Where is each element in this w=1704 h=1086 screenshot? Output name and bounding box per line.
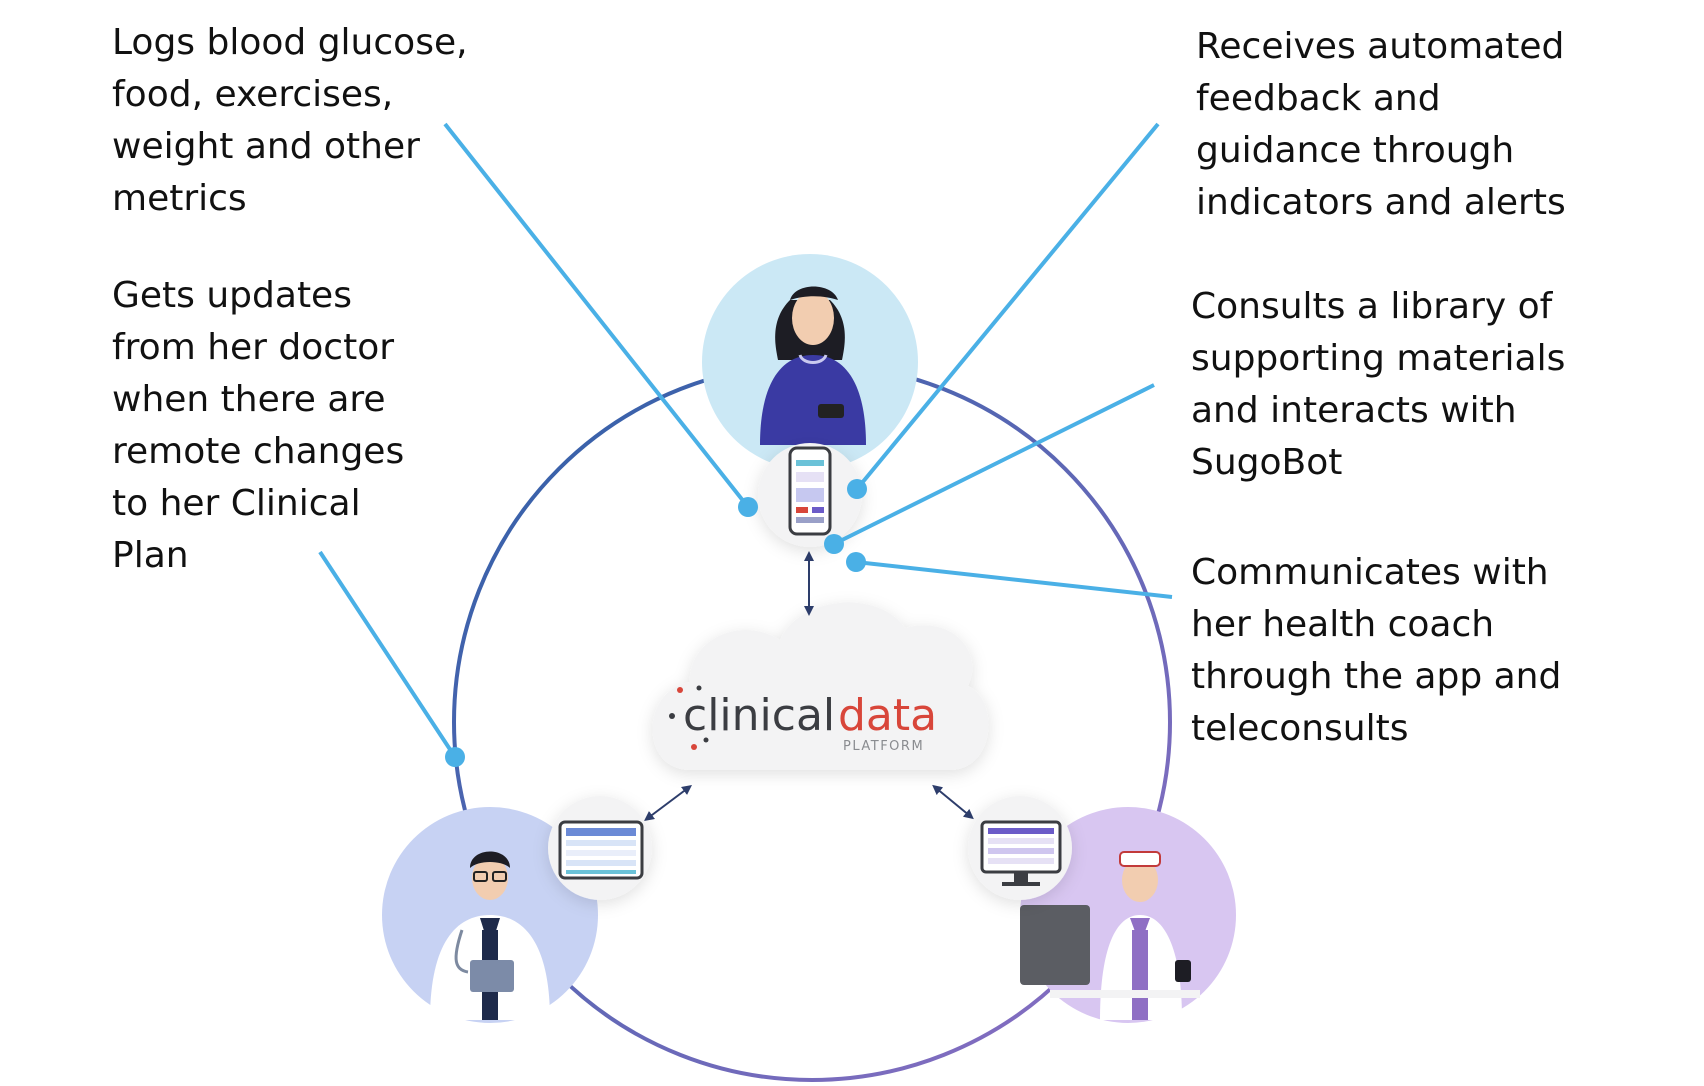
bidirectional-arrow-icon — [644, 785, 692, 821]
connector-dot — [846, 552, 866, 572]
connector-dot — [824, 534, 844, 554]
connector-dot — [738, 497, 758, 517]
logo-word-data: data — [838, 690, 937, 741]
callout-line: indicators and alerts — [1196, 182, 1566, 223]
callout-line: SugoBot — [1191, 442, 1343, 483]
callout-line: to her Clinical — [112, 483, 361, 524]
logo-mark — [669, 685, 709, 750]
callout-line: food, exercises, — [112, 74, 394, 115]
connector-consults — [833, 383, 1155, 546]
callout-line: Consults a library of — [1191, 286, 1553, 327]
connector-receives — [855, 122, 1160, 491]
patient-avatar — [702, 254, 918, 470]
callout-line: metrics — [112, 178, 247, 219]
coach-avatar — [1020, 807, 1236, 1023]
cloud-icon — [652, 602, 989, 770]
connector-logs — [443, 122, 750, 509]
callout-line: weight and other — [112, 126, 420, 167]
doctor-avatar — [382, 807, 598, 1023]
callout-line: Receives automated — [1196, 26, 1565, 67]
callout-doctor-updates: Gets updates from her doctor when there … — [112, 270, 404, 582]
callout-line: and interacts with — [1191, 390, 1517, 431]
callout-health-coach: Communicates with her health coach throu… — [1191, 547, 1561, 755]
phone-app-icon — [758, 443, 862, 547]
callout-logs-metrics: Logs blood glucose, food, exercises, wei… — [112, 17, 468, 225]
connector-dot — [445, 747, 465, 767]
callout-line: feedback and — [1196, 78, 1441, 119]
callout-line: when there are — [112, 379, 386, 420]
callout-library-sugobot: Consults a library of supporting materia… — [1191, 281, 1565, 489]
callout-line: teleconsults — [1191, 708, 1409, 749]
callout-line: Gets updates — [112, 275, 352, 316]
monitor-icon — [968, 796, 1072, 900]
callout-line: from her doctor — [112, 327, 395, 368]
callout-line: through the app and — [1191, 656, 1562, 697]
logo-word-clinical: clinical — [683, 690, 835, 741]
connector-updates — [318, 550, 457, 759]
callout-line: Logs blood glucose, — [112, 22, 468, 63]
callout-line: Communicates with — [1191, 552, 1549, 593]
connector-communicates — [855, 560, 1173, 599]
callout-line: Plan — [112, 535, 189, 576]
callout-line: remote changes — [112, 431, 405, 472]
tablet-icon — [548, 796, 652, 900]
logo-subtitle: PLATFORM — [843, 739, 924, 754]
callout-line: guidance through — [1196, 130, 1515, 171]
callout-line: supporting materials — [1191, 338, 1566, 379]
callout-line: her health coach — [1191, 604, 1495, 645]
connector-dot — [847, 479, 867, 499]
bidirectional-arrow-icon — [932, 784, 974, 820]
callout-automated-feedback: Receives automated feedback and guidance… — [1196, 21, 1566, 229]
